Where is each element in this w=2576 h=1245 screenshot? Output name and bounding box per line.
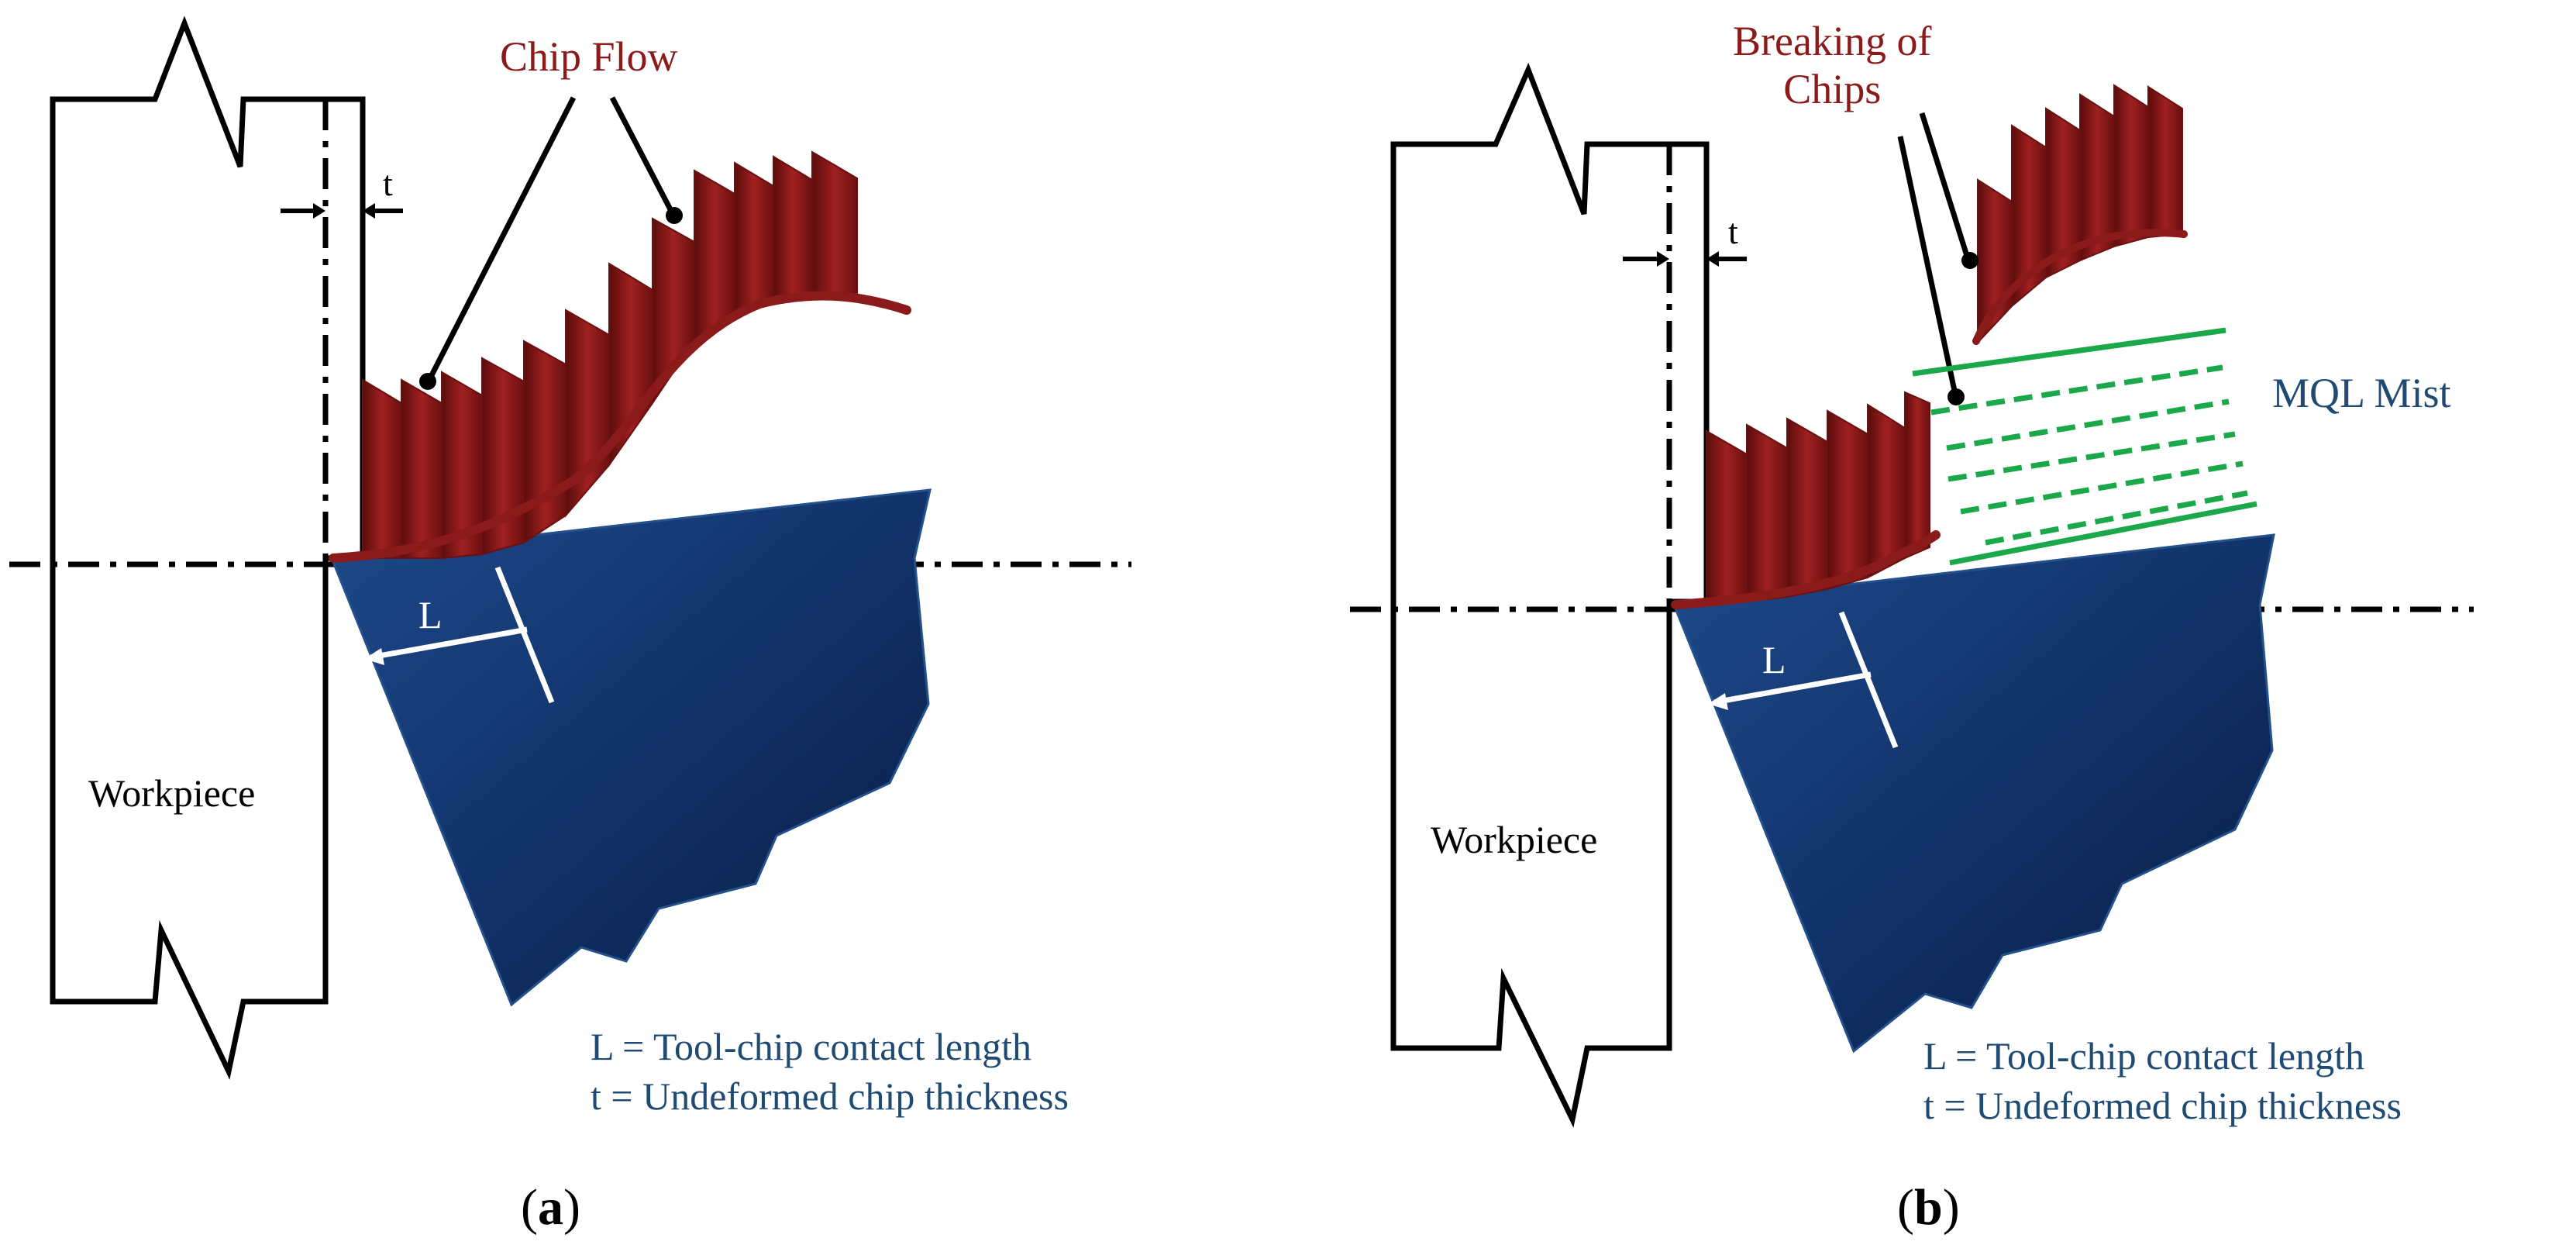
legend-contact-length: L = Tool-chip contact length	[1923, 1034, 2364, 1078]
caption: (a)	[521, 1179, 580, 1236]
contact-length-label: L	[418, 593, 443, 636]
contact-length-tick	[1838, 611, 1899, 749]
chip-lower	[1671, 391, 1941, 609]
panel-b: Breaking of Chips MQL Mist t L Workpiece…	[1288, 0, 2576, 1245]
chip-leader-2	[609, 96, 674, 212]
caption: (b)	[1897, 1179, 1960, 1236]
breaking-chips-label-line2: Chips	[1783, 66, 1882, 112]
legend-contact-length: L = Tool-chip contact length	[591, 1025, 1031, 1068]
workpiece-outline	[50, 16, 366, 1080]
thickness-label: t	[1728, 212, 1738, 251]
contact-length-arrow-head	[364, 648, 384, 665]
chip-leader-1-dot	[1947, 388, 1965, 405]
chip-leader-1-dot	[419, 373, 436, 390]
chip-leader-2-dot	[666, 207, 683, 224]
cutting-tool	[329, 488, 932, 1007]
chip-leader-2-dot	[1961, 252, 1978, 269]
contact-length-label: L	[1762, 638, 1786, 681]
panel-a: Chip Flow t L Workpiece L = Tool-chip co…	[9, 16, 1131, 1236]
chip-upper	[1972, 84, 2188, 345]
contact-length-arrow-head	[1708, 693, 1728, 710]
caption-letter: a	[537, 1179, 563, 1236]
workpiece-outline	[1390, 62, 1710, 1128]
chip-leader-1	[428, 96, 577, 378]
panel-a-drawing	[9, 16, 1131, 1080]
chip-leader-1	[1897, 136, 1958, 391]
mql-mist	[1912, 327, 2257, 566]
workpiece-label: Workpiece	[1431, 818, 1598, 861]
legend-chip-thickness: t = Undeformed chip thickness	[1923, 1084, 2402, 1127]
contact-length-tick	[494, 566, 555, 704]
caption-letter: b	[1913, 1179, 1943, 1236]
cutting-tool	[1672, 533, 2275, 1054]
legend-chip-thickness: t = Undeformed chip thickness	[591, 1074, 1069, 1118]
t-arrow-right-head	[363, 203, 375, 219]
t-arrow-right-head	[1706, 251, 1719, 267]
legend: L = Tool-chip contact length t = Undefor…	[591, 1022, 1069, 1121]
contact-length-arrow	[1713, 671, 1872, 705]
contact-length-arrow	[370, 626, 528, 660]
mql-mist-label: MQL Mist	[2272, 370, 2451, 416]
breaking-chips-label-line1: Breaking of	[1733, 18, 1932, 64]
workpiece-label: Workpiece	[88, 771, 256, 815]
chip	[329, 150, 911, 563]
chip-leader-2	[1919, 112, 1970, 257]
t-arrow-left-head	[1657, 251, 1669, 267]
thickness-label: t	[383, 164, 393, 203]
chip-flow-label: Chip Flow	[500, 33, 678, 80]
breaking-chips-label: Breaking of Chips	[1733, 17, 1931, 113]
panel-b-drawing	[1350, 62, 2474, 1128]
t-arrow-left-head	[313, 203, 325, 219]
legend: L = Tool-chip contact length t = Undefor…	[1923, 1031, 2402, 1130]
